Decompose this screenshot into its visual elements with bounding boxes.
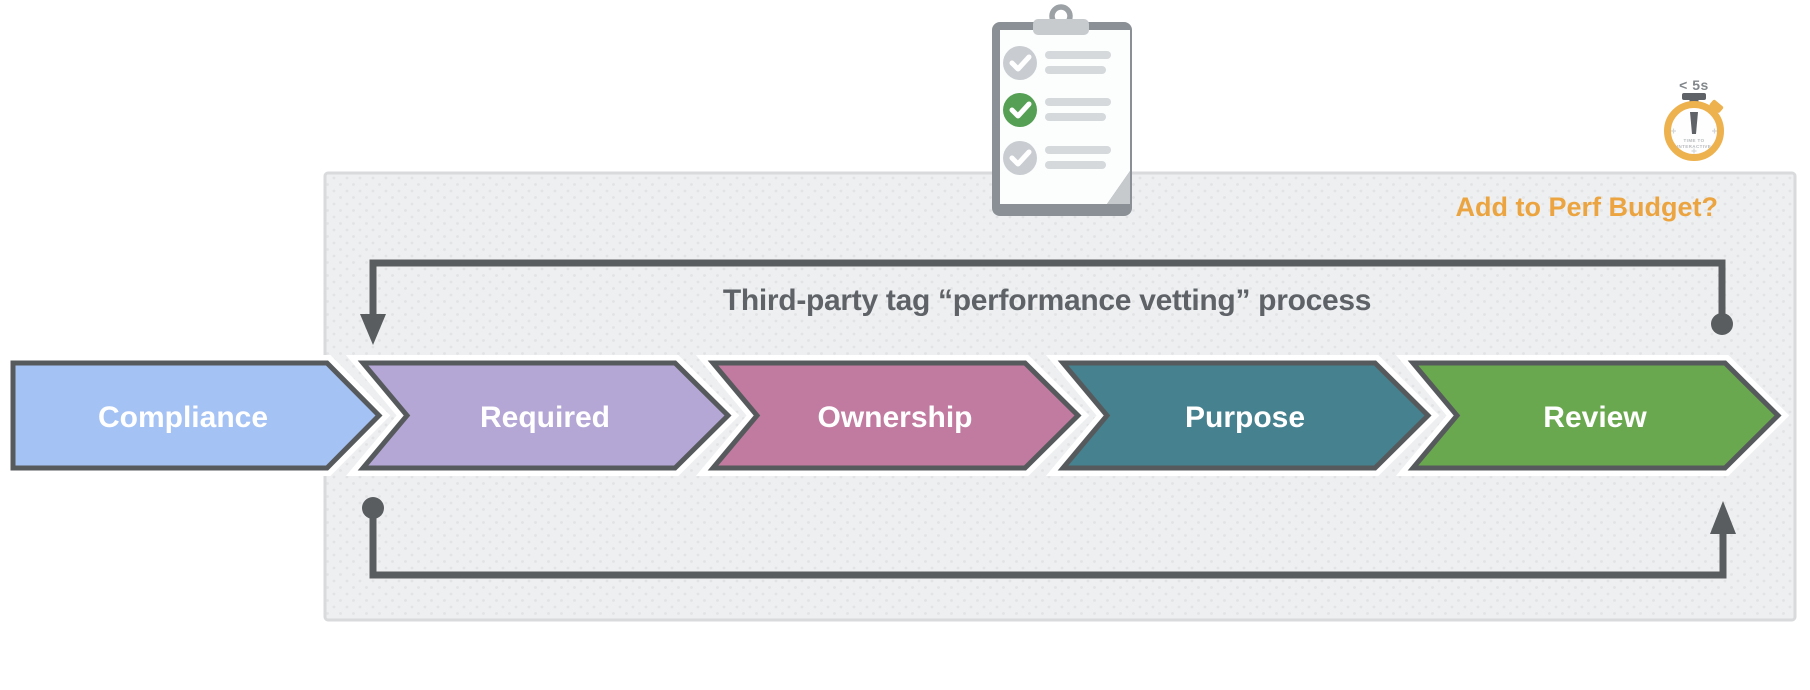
bottom-connector-line <box>369 508 1727 579</box>
step-label: Ownership <box>817 401 972 434</box>
step-shape <box>357 360 732 471</box>
top-connector-line <box>369 259 1726 322</box>
step-label: Required <box>480 401 610 434</box>
top-connector <box>360 259 1733 345</box>
stopwatch-icon: < 5s TIME TO INTERACTIVE <box>1664 77 1724 161</box>
stopwatch-button-cap <box>1682 93 1706 100</box>
top-connector-arrowhead-icon <box>360 314 386 345</box>
check-mark-icon <box>1009 101 1032 119</box>
time-budget-label: < 5s <box>1679 77 1709 93</box>
check-mark-icon <box>1009 54 1032 72</box>
stopwatch-needle <box>1690 112 1698 134</box>
check-mark-icon <box>1009 149 1032 167</box>
step-arrow-compliance: Compliance <box>5 355 391 476</box>
top-connector-dot-icon <box>1711 313 1733 335</box>
step-shape <box>1057 360 1432 471</box>
tick-mark <box>1691 148 1697 154</box>
tick-mark <box>1671 128 1676 134</box>
clipboard-paper-fold <box>1107 171 1130 204</box>
clipboard-icon <box>992 4 1132 216</box>
step-shape <box>10 360 383 471</box>
check-circle-gray-icon <box>1003 141 1037 175</box>
stopwatch-tick-marks <box>1671 128 1717 154</box>
step-label: Purpose <box>1185 401 1305 434</box>
check-circle-gray-icon <box>1003 46 1037 80</box>
text-line-placeholder <box>1045 146 1111 154</box>
stopwatch-side-button <box>1709 99 1724 113</box>
tick-mark <box>1712 128 1717 134</box>
perf-budget-label: Add to Perf Budget? <box>1456 192 1718 222</box>
stopwatch-face-text: INTERACTIVE <box>1677 144 1711 149</box>
bottom-connector <box>362 497 1736 579</box>
stopwatch-face-text: TIME TO <box>1684 138 1705 143</box>
checklist-row <box>1003 141 1111 175</box>
text-line-placeholder <box>1045 51 1111 59</box>
step-arrow-required: Required <box>345 355 740 476</box>
step-shape <box>707 360 1082 471</box>
checklist-row <box>1003 93 1111 127</box>
process-title: Third-party tag “performance vetting” pr… <box>723 284 1371 317</box>
text-line-placeholder <box>1045 66 1106 74</box>
check-circle-green-icon <box>1003 93 1037 127</box>
bottom-connector-arrowhead-icon <box>1710 501 1736 534</box>
checklist-row <box>1003 46 1111 80</box>
step-arrow-review: Review <box>1395 355 1790 476</box>
bottom-connector-dot-icon <box>362 497 384 519</box>
step-label: Compliance <box>98 401 268 434</box>
text-line-placeholder <box>1045 161 1106 169</box>
text-line-placeholder <box>1045 98 1111 106</box>
step-label: Review <box>1543 401 1647 434</box>
step-shape <box>1407 360 1782 471</box>
step-arrow-ownership: Ownership <box>695 355 1090 476</box>
clipboard-clip <box>1033 19 1089 35</box>
text-line-placeholder <box>1045 113 1106 121</box>
step-arrow-purpose: Purpose <box>1045 355 1440 476</box>
step-arrows: Compliance Required Ownership Purpose Re… <box>5 355 1790 476</box>
